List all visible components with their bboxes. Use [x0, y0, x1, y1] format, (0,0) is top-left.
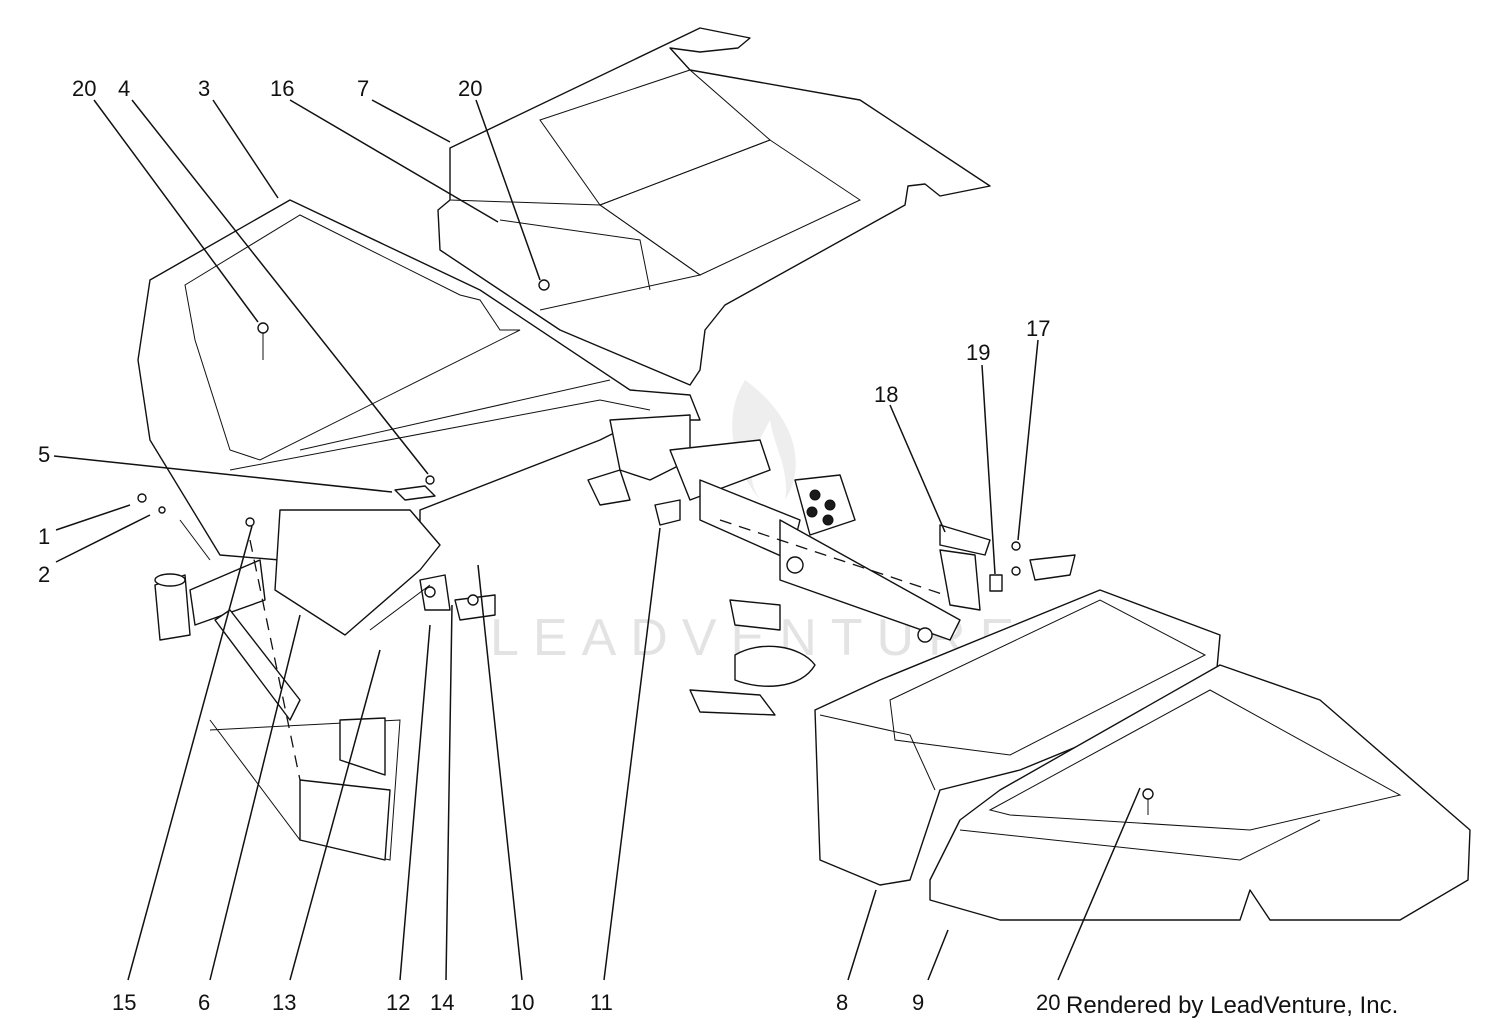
render-credit: Rendered by LeadVenture, Inc. [1066, 992, 1399, 1019]
callout-11: 11 [590, 990, 613, 1015]
part-6-left-panel [274, 509, 441, 636]
leader-20-a [93, 99, 259, 323]
part-7-rear-cover [437, 27, 991, 386]
callout-20-c: 20 [1036, 990, 1060, 1015]
leader-3 [212, 99, 279, 199]
leader-8 [847, 889, 877, 981]
callout-13: 13 [272, 990, 296, 1015]
callout-4: 4 [118, 76, 130, 101]
callout-7: 7 [357, 76, 369, 101]
leader-10 [477, 564, 523, 981]
leader-2 [55, 514, 151, 563]
callout-5: 5 [38, 442, 50, 467]
callout-20-a: 20 [72, 76, 96, 101]
callout-9: 9 [912, 990, 924, 1015]
leader-20-b [475, 99, 541, 281]
callout-18: 18 [874, 382, 898, 407]
leader-5 [53, 455, 393, 493]
leader-14 [445, 604, 453, 981]
leader-6 [209, 614, 301, 981]
leader-12 [399, 624, 431, 981]
callout-8: 8 [836, 990, 848, 1015]
leader-13 [289, 649, 381, 981]
leader-7 [371, 99, 451, 143]
leader-16 [289, 99, 499, 223]
leader-4 [131, 99, 429, 475]
callout-labels: 20 4 3 16 7 20 5 1 2 18 19 17 15 6 13 12… [38, 76, 1060, 1015]
part-18-19-17-hardware [939, 524, 1076, 611]
callout-1: 1 [38, 524, 50, 549]
callout-2: 2 [38, 562, 50, 587]
leader-20-c [1057, 787, 1141, 981]
callout-10: 10 [510, 990, 534, 1015]
callout-15: 15 [112, 990, 136, 1015]
leader-17 [1017, 339, 1039, 541]
leader-19 [981, 364, 996, 575]
callout-16: 16 [270, 76, 294, 101]
callout-20-b: 20 [458, 76, 482, 101]
part-3-left-fender [137, 199, 701, 576]
callout-17: 17 [1026, 316, 1050, 341]
callout-19: 19 [966, 340, 990, 365]
part-9-right-panel [929, 664, 1471, 921]
part-8-right-fender [814, 589, 1221, 886]
part-pivot-assembly [587, 414, 961, 716]
leader-11 [603, 527, 661, 981]
leader-1 [55, 504, 131, 531]
flame-logo-icon [732, 380, 796, 500]
callout-14: 14 [430, 990, 454, 1015]
leader-lines [53, 99, 1141, 981]
callout-12: 12 [386, 990, 410, 1015]
leader-9 [927, 929, 949, 981]
callout-6: 6 [198, 990, 210, 1015]
part-small-hardware [137, 475, 436, 527]
leader-15 [127, 525, 253, 981]
leader-18 [889, 404, 946, 533]
callout-3: 3 [198, 76, 210, 101]
part-15-bracket [154, 539, 401, 861]
